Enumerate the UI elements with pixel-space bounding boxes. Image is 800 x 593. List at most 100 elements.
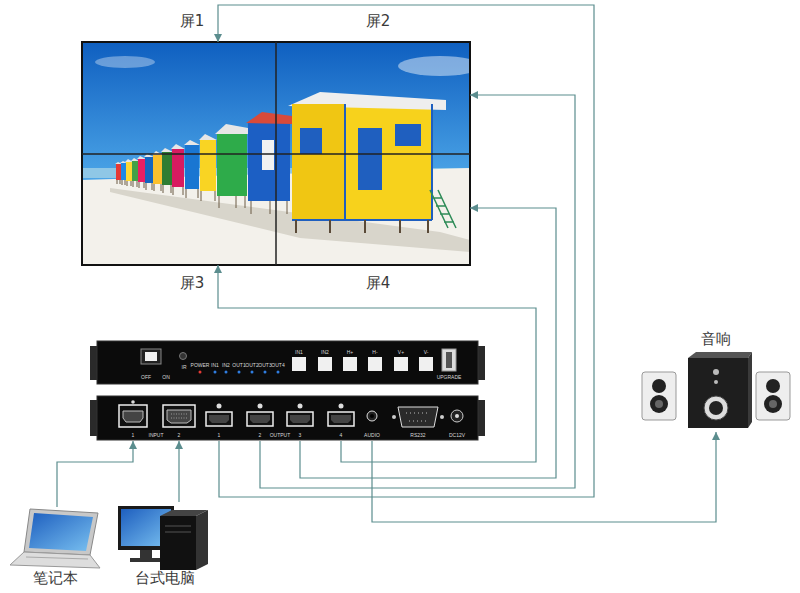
video-wall-photo — [215, 124, 248, 134]
rear-panel: 121234AUDIOINPUTOUTPUTRS232DC12V — [97, 396, 478, 440]
rear-panel-body — [123, 411, 143, 422]
rear-panel-body — [217, 404, 222, 409]
node-label: IN2 — [222, 363, 230, 368]
node-label: OFF — [141, 375, 151, 380]
node-label: IR — [182, 365, 187, 370]
node-label: INPUT — [149, 433, 164, 438]
signal-cable — [57, 441, 133, 507]
front-panel-body — [214, 371, 217, 374]
signal-cable — [218, 5, 594, 497]
speaker-icon — [709, 401, 723, 415]
speaker-icon — [652, 379, 666, 393]
front-panel-body — [90, 341, 485, 384]
node-label: V+ — [398, 350, 404, 355]
signal-cable — [178, 441, 179, 502]
rear-panel-body — [258, 404, 263, 409]
front-panel-body — [419, 357, 433, 371]
video-wall-photo — [184, 140, 200, 145]
speaker-icon — [756, 372, 790, 420]
rear-panel-body — [328, 412, 354, 426]
desktop-icon — [196, 510, 208, 570]
speaker-icon — [713, 369, 719, 375]
screen-tile: 屏4 — [276, 154, 470, 265]
node-label: IN1 — [295, 350, 303, 355]
node-label: RS232 — [410, 433, 425, 438]
speaker-set: 音响 — [638, 330, 792, 432]
node-label: 屏1 — [180, 14, 205, 29]
front-panel-body — [145, 352, 157, 361]
video-wall-photo — [95, 56, 155, 68]
laptop-icon — [26, 557, 88, 559]
laptop-icon — [10, 509, 100, 568]
signal-cable — [300, 208, 556, 478]
video-wall-photo — [163, 185, 171, 193]
node-label: ON — [162, 375, 170, 380]
rear-panel-body — [370, 414, 374, 418]
speaker-icon — [748, 352, 752, 428]
video-wall-photo — [217, 133, 247, 196]
video-wall-photo — [246, 112, 292, 124]
desktop-icon — [160, 516, 196, 570]
node-label: 屏4 — [366, 276, 391, 291]
signal-cable — [218, 265, 536, 462]
node-label: 音响 — [701, 332, 731, 347]
screen-tile: 屏1 — [82, 42, 276, 154]
laptop-icon — [29, 513, 93, 551]
rear-panel-body — [247, 412, 273, 426]
laptop: 笔记本 — [8, 507, 102, 590]
video-wall-photo — [296, 220, 428, 233]
video-wall-photo — [199, 134, 217, 140]
video-wall-photo — [186, 189, 198, 198]
speaker-icon — [769, 400, 777, 408]
video-wall-photo — [358, 128, 382, 190]
video-wall-photo — [82, 42, 470, 265]
rear-panel-body — [97, 396, 478, 440]
rear-panel-body — [298, 404, 303, 409]
front-panel-body — [277, 371, 280, 374]
video-wall-photo — [200, 140, 216, 191]
speaker-icon — [704, 396, 728, 420]
node-label: OUT4 — [271, 363, 284, 368]
front-panel-body — [97, 341, 478, 384]
node-label: OUTPUT — [270, 433, 291, 438]
rear-panel-body — [131, 400, 135, 404]
hdmi-output-port: 1 — [204, 402, 234, 441]
video-wall-photo — [185, 145, 199, 189]
video-wall-photo — [82, 42, 470, 265]
front-panel-body — [199, 371, 202, 374]
video-wall-photo — [262, 140, 274, 170]
speaker-icon — [766, 379, 780, 393]
node-label: 2 — [178, 433, 181, 438]
node-label: 屏3 — [180, 276, 205, 291]
node-label: OUT1 — [232, 363, 245, 368]
video-wall-photo — [292, 104, 345, 220]
rear-panel-body — [90, 396, 485, 440]
desktop-computer: 台式电脑 — [112, 502, 212, 590]
video-wall-photo — [201, 191, 215, 201]
node-label: 3 — [299, 433, 302, 438]
rear-panel-body — [331, 415, 351, 423]
front-panel: OFFONIRPOWERIN1IN2OUT1OUT2OUT3OUT4IN1IN2… — [97, 341, 478, 384]
hdmi-output-port: 4 — [326, 402, 356, 441]
front-panel-body — [442, 349, 456, 371]
front-panel-body — [446, 352, 452, 368]
video-wall-photo — [138, 159, 145, 182]
video-wall-photo — [248, 122, 290, 201]
front-panel-body — [180, 353, 187, 360]
video-wall-photo — [127, 181, 131, 186]
video-wall-photo — [162, 152, 172, 185]
node-label: IN1 — [211, 363, 219, 368]
speaker-icon — [714, 380, 718, 384]
hdmi-input-port: 1 — [117, 402, 149, 441]
speaker-icon — [688, 352, 752, 358]
front-panel-body — [238, 371, 241, 374]
front-panel-body — [264, 371, 267, 374]
front-panel-body — [318, 357, 332, 371]
speaker-icon — [655, 400, 663, 408]
node-label: POWER — [191, 363, 210, 368]
front-panel-body — [343, 357, 357, 371]
laptop-icon — [10, 552, 100, 568]
node-label: 4 — [340, 433, 343, 438]
laptop-icon — [24, 509, 98, 555]
